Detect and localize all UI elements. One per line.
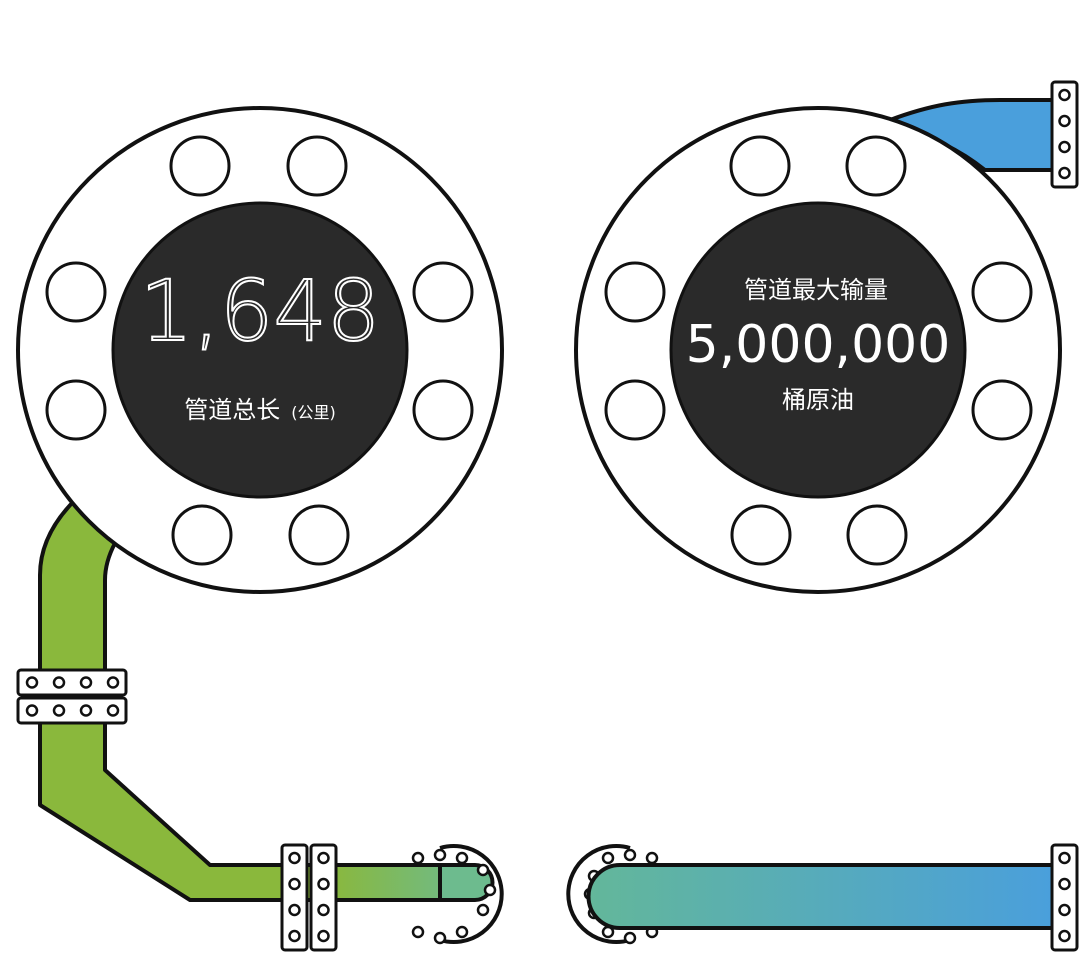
length-label-text: 管道总长 — [184, 396, 280, 424]
capacity-unit: 桶原油 — [782, 386, 854, 414]
length-gauge-center — [111, 201, 409, 499]
green-pipe-flange-lower — [16, 696, 128, 725]
bolt-hole — [971, 261, 1033, 323]
bolt-hole — [604, 379, 666, 441]
blue-pipe-top — [888, 80, 1079, 189]
capacity-value: 5,000,000 — [686, 315, 951, 375]
bolt-hole — [169, 135, 231, 197]
green-pipe-flange-left — [280, 843, 309, 952]
blue-pipe-bottom-flange — [1050, 843, 1079, 952]
capacity-label: 管道最大输量 — [744, 276, 888, 304]
blue-pipe-top-flange — [1050, 80, 1079, 189]
bolt-hole — [45, 261, 107, 323]
bolt-hole — [845, 135, 907, 197]
bolt-hole — [729, 135, 791, 197]
length-value: 1,648 — [140, 262, 380, 360]
bolt-hole — [604, 261, 666, 323]
bolt-hole — [412, 261, 474, 323]
bolt-hole — [171, 504, 233, 566]
bolt-hole — [971, 379, 1033, 441]
bolt-hole — [288, 504, 350, 566]
bolt-hole — [730, 504, 792, 566]
length-unit: (公里) — [291, 403, 336, 422]
bolt-hole — [846, 504, 908, 566]
blue-pipe-bottom-body — [586, 863, 1057, 930]
green-pipe-flange-upper — [16, 668, 128, 697]
capacity-gauge-center — [669, 201, 967, 499]
bolt-hole — [412, 379, 474, 441]
bolt-hole — [45, 379, 107, 441]
green-pipe-flange-right — [309, 843, 338, 952]
blue-pipe-bottom — [566, 843, 1079, 952]
capacity-gauge: 管道最大输量 5,000,000 桶原油 — [574, 106, 1062, 594]
length-label: 管道总长 (公里) — [184, 396, 336, 424]
green-pipe-end-cap — [411, 844, 504, 945]
bolt-hole — [286, 135, 348, 197]
length-gauge: 1,648 管道总长 (公里) — [16, 106, 504, 594]
